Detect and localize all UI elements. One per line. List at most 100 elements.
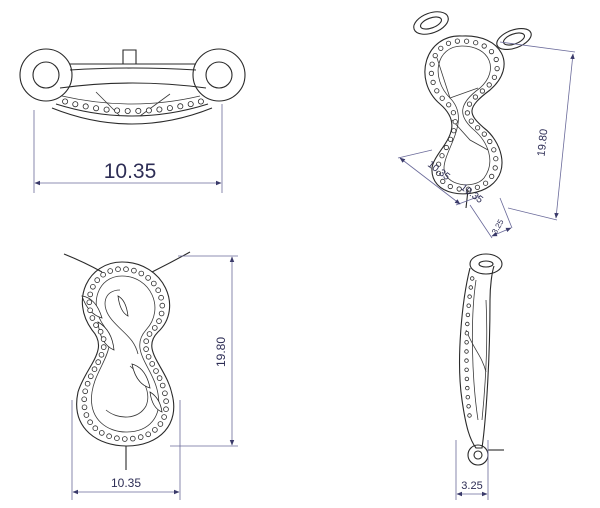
top-view-right-loop (192, 48, 246, 102)
pave-stone (62, 98, 69, 105)
pave-stone (145, 353, 152, 360)
pave-stone (93, 105, 100, 112)
pave-stone (86, 299, 93, 306)
pave-stone (430, 79, 436, 86)
pave-stone (87, 307, 93, 314)
iso-view-height-label: 19.80 (536, 128, 551, 157)
pave-stone (81, 396, 87, 403)
side-view-stones (464, 276, 475, 418)
pave-stone (491, 74, 497, 80)
pave-stone (481, 43, 487, 49)
pave-stone (187, 101, 194, 108)
iso-view (413, 11, 532, 209)
pave-stone (95, 359, 101, 365)
pave-stone (434, 88, 440, 94)
pave-stone (143, 338, 150, 345)
pave-stone (472, 94, 478, 100)
front-view (63, 251, 191, 470)
pave-stone (138, 270, 145, 277)
pave-stone (159, 382, 166, 389)
pave-stone (454, 38, 460, 44)
pave-stone (124, 108, 131, 115)
pave-stone (488, 48, 495, 55)
pave-stone (489, 173, 495, 179)
pave-stone (99, 430, 105, 436)
pave-stone (156, 318, 162, 324)
pave-stone (161, 414, 167, 420)
pave-stone (432, 52, 438, 59)
pave-stone (115, 266, 121, 273)
pave-stone (479, 88, 485, 94)
pave-stone (157, 421, 164, 427)
pave-stone (98, 351, 105, 358)
pave-stone (152, 325, 158, 331)
iso-view-pin (465, 189, 469, 209)
pave-stone (466, 404, 471, 409)
pave-stone (151, 280, 157, 287)
pave-stone (162, 390, 168, 397)
pave-stone (106, 433, 112, 440)
iso-view-depth-label: 3.25 (490, 217, 506, 235)
pave-stone (87, 291, 93, 298)
pave-stone (122, 436, 128, 442)
pave-stone (450, 110, 456, 116)
iso-view-loop-top-left (413, 11, 449, 35)
pave-stone (464, 331, 470, 336)
pave-stone (145, 431, 152, 438)
pave-stone (93, 322, 99, 328)
pave-stone (89, 315, 96, 321)
pave-stone (473, 40, 479, 46)
pave-stone (447, 183, 453, 190)
pave-stone (439, 153, 445, 159)
pave-stone (486, 82, 492, 88)
pave-stone (491, 147, 497, 153)
pave-stone (72, 101, 79, 108)
pave-stone (94, 277, 100, 283)
pave-stone (158, 310, 165, 317)
pave-stone (146, 331, 153, 337)
front-view-height-label: 19.80 (214, 337, 228, 367)
pave-stone (143, 346, 149, 352)
pave-stone (145, 275, 151, 281)
pave-stone (159, 302, 166, 309)
front-view-width-label: 10.35 (111, 476, 141, 490)
pave-stone (91, 366, 98, 373)
pave-stone (100, 336, 107, 342)
side-view-depth-label: 3.25 (461, 480, 482, 492)
top-view-width-label: 10.35 (104, 160, 157, 183)
pave-stone (82, 388, 88, 395)
iso-view-figure-eight (424, 35, 505, 195)
iso-view-width-dimension: 10.35 10.35 (397, 149, 485, 206)
pave-stone (465, 395, 470, 400)
pave-stone (466, 101, 473, 107)
pave-stone (90, 283, 96, 290)
pave-stone (88, 373, 94, 380)
pave-stone (81, 404, 88, 411)
pave-stone (467, 413, 472, 418)
pave-stone (177, 103, 184, 110)
side-view (459, 253, 504, 466)
pave-stone (468, 285, 473, 290)
pave-stone (130, 435, 136, 442)
pave-stone (464, 340, 469, 345)
pave-stone (153, 368, 159, 374)
pave-stone (84, 380, 91, 387)
pave-stone (163, 398, 169, 405)
pave-stone (474, 125, 481, 131)
top-view-setting-outline (51, 107, 213, 125)
pave-stone (156, 375, 163, 381)
pave-stone (464, 358, 469, 363)
pave-stone (114, 107, 121, 114)
pave-stone (428, 70, 434, 77)
pave-stone (443, 144, 449, 151)
pave-stone (492, 165, 498, 171)
pave-stone (438, 45, 444, 51)
pave-stone (445, 40, 452, 46)
pave-stone (465, 186, 471, 192)
top-view-width-dimension: 10.35 (33, 104, 223, 193)
pave-stone (468, 118, 474, 124)
side-view-top-loop (469, 253, 503, 275)
iso-view-loop-top-right (496, 27, 532, 51)
pave-stone (155, 287, 162, 294)
